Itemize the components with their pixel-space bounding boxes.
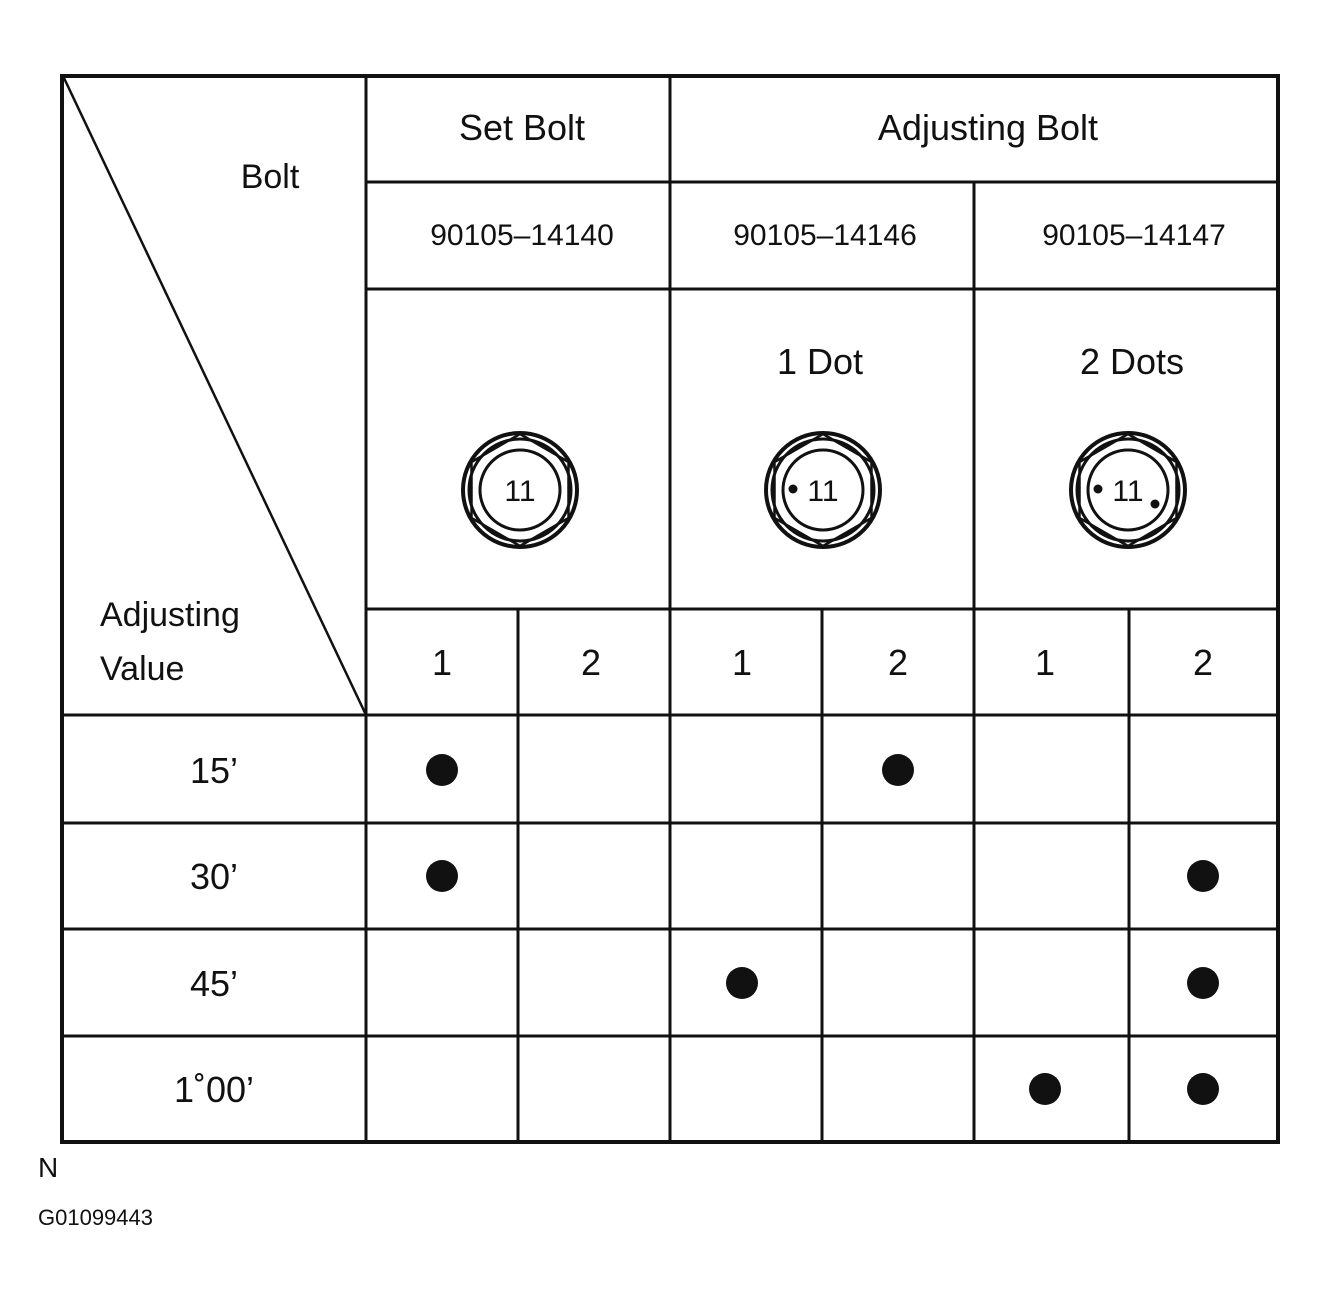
figure-id: G01099443: [38, 1205, 153, 1230]
bolt-dot-mark: [788, 484, 798, 494]
selection-dot: [1187, 860, 1219, 892]
mark-label: 2 Dots: [1080, 341, 1184, 382]
position-label: 1: [1035, 642, 1055, 683]
bolt-head-icon: 11: [461, 431, 579, 549]
row-marks: [426, 754, 1219, 1105]
adjusting-value-label: 30’: [190, 856, 238, 897]
bolt-hexagon: [1078, 432, 1178, 548]
bolt-center: [478, 448, 562, 532]
bolt-inner-ring: [770, 437, 876, 543]
group-header-adjusting-bolt: Adjusting Bolt: [878, 107, 1098, 148]
bolt-inner-ring: [1075, 437, 1181, 543]
bolt-dot-mark: [1150, 499, 1160, 509]
figure-tag: N: [38, 1152, 59, 1183]
corner-diagonal: [62, 77, 368, 716]
bolt-dot-mark: [1093, 484, 1103, 494]
bolt-center: [781, 448, 865, 532]
corner-label-value: Value: [100, 650, 184, 688]
bolt-heads: 11 11 11: [461, 431, 1187, 549]
bolt-head-number: 11: [1112, 475, 1143, 508]
part-number: 90105–14147: [1042, 219, 1226, 252]
adjusting-value-label: 1˚00’: [174, 1069, 254, 1110]
selection-dot: [1187, 1073, 1219, 1105]
corner-label-bolt: Bolt: [241, 158, 300, 196]
adjusting-value-label: 45’: [190, 963, 238, 1004]
part-number: 90105–14140: [430, 219, 614, 252]
bolt-head-number: 11: [807, 475, 838, 508]
selection-dot: [1187, 967, 1219, 999]
position-labels: 1 2 1 2 1 2: [432, 642, 1213, 683]
selection-dot: [426, 860, 458, 892]
bolt-head-icon: 11: [764, 431, 882, 549]
selection-dot: [426, 754, 458, 786]
adjusting-value-label: 15’: [190, 750, 238, 791]
position-label: 2: [888, 642, 908, 683]
position-label: 2: [581, 642, 601, 683]
mark-label: 1 Dot: [777, 341, 863, 382]
selection-dot: [1029, 1073, 1061, 1105]
bolt-inner-ring: [467, 437, 573, 543]
position-label: 2: [1193, 642, 1213, 683]
bolt-head-icon: 11: [1069, 431, 1187, 549]
selection-dot: [726, 967, 758, 999]
bolt-hexagon: [773, 432, 873, 548]
bolt-head-number: 11: [504, 475, 535, 508]
group-header-set-bolt: Set Bolt: [459, 107, 585, 148]
bolt-center: [1086, 448, 1170, 532]
corner-label-adjusting: Adjusting: [100, 596, 240, 634]
row-labels: 15’ 30’ 45’ 1˚00’: [174, 750, 254, 1110]
part-number: 90105–14146: [733, 219, 917, 252]
selection-dot: [882, 754, 914, 786]
bolt-hexagon: [470, 432, 570, 548]
position-label: 1: [732, 642, 752, 683]
position-label: 1: [432, 642, 452, 683]
